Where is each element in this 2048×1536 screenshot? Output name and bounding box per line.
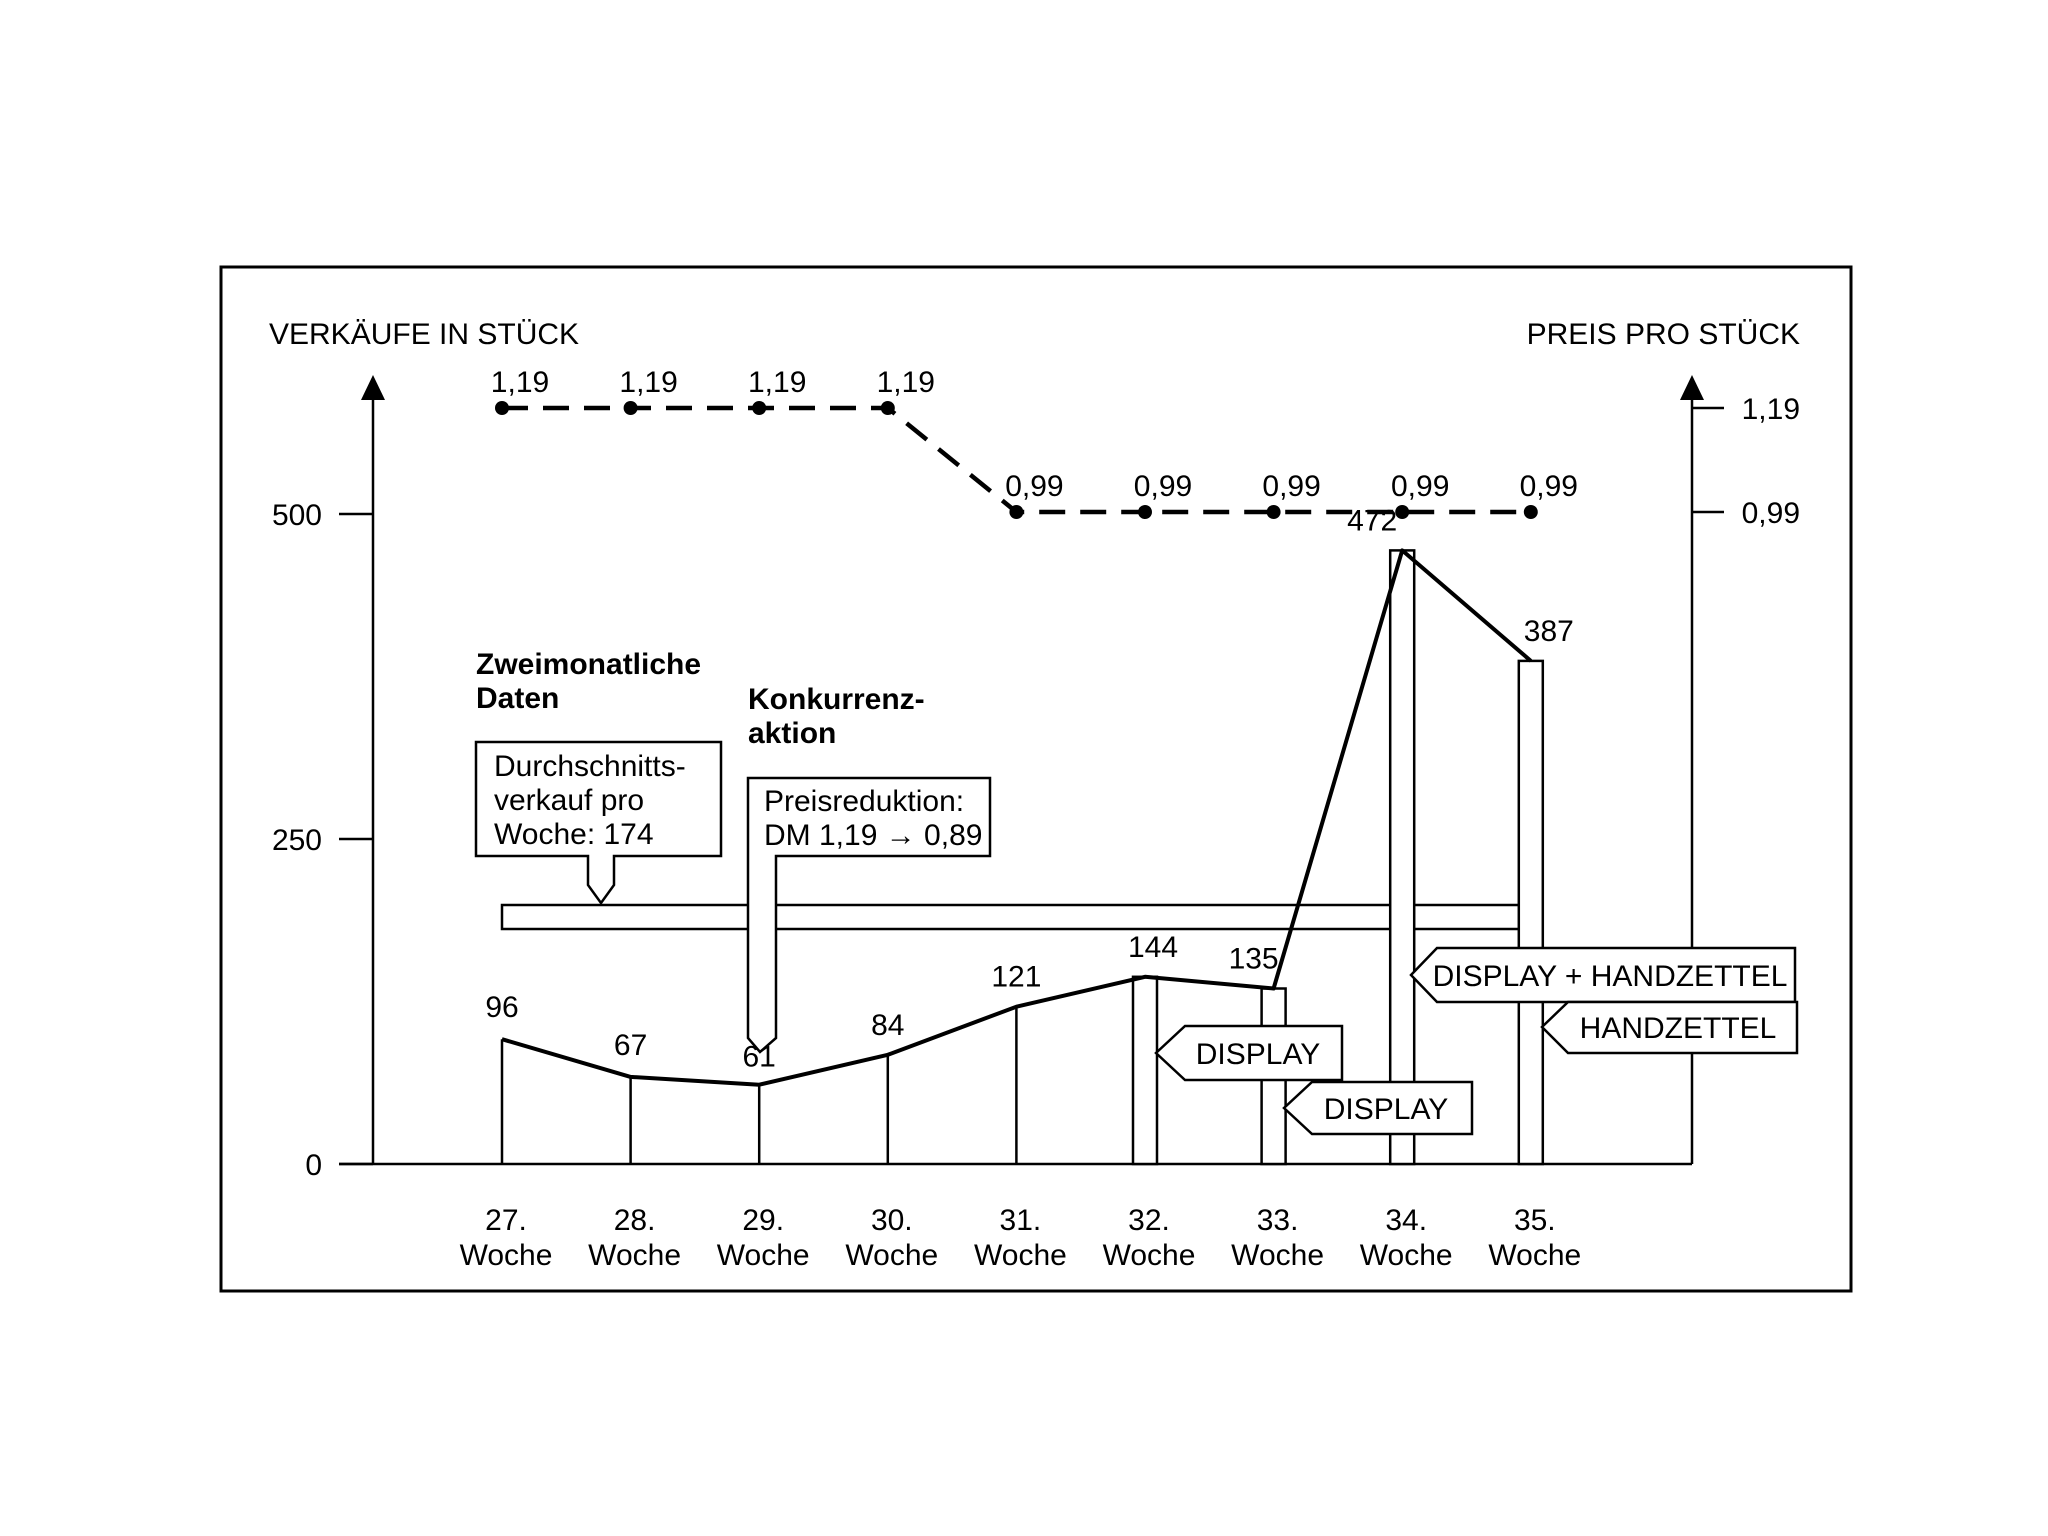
sales-label-4: 121 xyxy=(991,961,1041,994)
right-tick-label-0: 1,19 xyxy=(1742,393,1800,426)
x-tick-labels: 27.Woche28.Woche29.Woche30.Woche31.Woche… xyxy=(460,1204,1582,1272)
price-label-2: 1,19 xyxy=(748,366,806,399)
right-axis-title: PREIS PRO STÜCK xyxy=(1527,318,1800,351)
zweimonatlich-box-line-2: verkauf pro xyxy=(494,784,644,817)
price-dot-5 xyxy=(1138,505,1152,519)
sales-label-3: 84 xyxy=(871,1009,904,1042)
promo-flag-33 xyxy=(1282,1080,1474,1136)
promotion-flags: DISPLAY DISPLAY DISPLAY + HANDZETTEL HAN… xyxy=(1154,946,1799,1136)
x-tick-label-1: 28. xyxy=(614,1204,656,1237)
promo-flag-35-label: HANDZETTEL xyxy=(1580,1012,1777,1045)
x-tick-label-8: 35. xyxy=(1514,1204,1556,1237)
sales-series-line xyxy=(501,548,1533,1087)
price-label-6: 0,99 xyxy=(1262,470,1320,503)
x-tick-label-2: 29. xyxy=(742,1204,784,1237)
x-tick-label-4: 31. xyxy=(1000,1204,1042,1237)
x-tick-label-5: 32. xyxy=(1128,1204,1170,1237)
left-tick-label-2: 500 xyxy=(272,499,322,532)
left-axis-ticks: 0 250 500 xyxy=(272,499,373,1182)
konkurrenz-box-line-1: Preisreduktion: xyxy=(764,785,964,818)
x-tick-sub-label-7: Woche xyxy=(1360,1239,1453,1272)
zweimonatlich-title-line-1: Zweimonatliche xyxy=(476,648,701,681)
zweimonatlich-box-line-1: Durchschnitts- xyxy=(494,750,686,783)
sales-label-5: 144 xyxy=(1128,931,1178,964)
x-tick-sub-label-3: Woche xyxy=(845,1239,938,1272)
konkurrenz-callout-box xyxy=(746,776,992,1054)
x-tick-sub-label-8: Woche xyxy=(1488,1239,1581,1272)
zweimonatlich-box-line-3: Woche: 174 xyxy=(494,818,654,851)
promo-bar-0 xyxy=(1131,975,1159,1166)
promo-flag-32 xyxy=(1154,1024,1344,1082)
promo-bar-3 xyxy=(1517,659,1545,1166)
right-axis-arrow xyxy=(1680,375,1704,400)
promo-flag-35 xyxy=(1540,1000,1799,1055)
price-label-4: 0,99 xyxy=(1005,470,1063,503)
price-label-0: 1,19 xyxy=(491,366,549,399)
price-data-labels: 1,19 1,19 1,19 1,19 0,99 0,99 0,99 0,99 0,99 xyxy=(491,366,1578,503)
zweimonatlich-callout-box xyxy=(474,740,723,906)
price-label-8: 0,99 xyxy=(1520,470,1578,503)
price-label-1: 1,19 xyxy=(619,366,677,399)
x-tick-label-7: 34. xyxy=(1385,1204,1427,1237)
sales-label-8: 387 xyxy=(1524,615,1574,648)
promo-flag-32-label: DISPLAY xyxy=(1196,1038,1321,1071)
x-tick-sub-label-4: Woche xyxy=(974,1239,1067,1272)
x-tick-sub-label-2: Woche xyxy=(717,1239,810,1272)
sales-label-6: 135 xyxy=(1229,943,1279,976)
x-tick-label-0: 27. xyxy=(485,1204,527,1237)
konkurrenz-title-line-1: Konkurrenz- xyxy=(748,683,925,716)
price-dot-3 xyxy=(880,401,895,415)
annotation-konkurrenz: Konkurrenz- aktion Preisreduktion: DM 1,… xyxy=(746,683,992,1054)
price-dot-2 xyxy=(752,401,767,415)
price-dot-6 xyxy=(1266,505,1281,519)
x-tick-sub-label-1: Woche xyxy=(588,1239,681,1272)
zweimonatlich-title-line-2: Daten xyxy=(476,682,559,715)
chart-frame xyxy=(219,265,1853,1293)
promo-flag-34-label: DISPLAY + HANDZETTEL xyxy=(1433,960,1788,993)
left-tick-label-1: 250 xyxy=(272,824,322,857)
promo-bar-2 xyxy=(1388,549,1416,1166)
x-tick-sub-label-5: Woche xyxy=(1103,1239,1196,1272)
konkurrenz-title-line-2: aktion xyxy=(748,717,836,750)
x-tick-label-6: 33. xyxy=(1257,1204,1299,1237)
x-tick-sub-label-0: Woche xyxy=(460,1239,553,1272)
price-label-3: 1,19 xyxy=(877,366,935,399)
konkurrenz-box-line-2: DM 1,19 → 0,89 xyxy=(764,819,982,852)
right-tick-label-1: 0,99 xyxy=(1742,497,1800,530)
price-dot-0 xyxy=(495,401,509,415)
x-tick-label-3: 30. xyxy=(871,1204,913,1237)
price-points xyxy=(495,401,1538,519)
price-dot-8 xyxy=(1523,505,1538,519)
sales-label-0: 96 xyxy=(485,991,518,1024)
x-tick-sub-label-6: Woche xyxy=(1231,1239,1324,1272)
annotation-zweimonatlich: Zweimonatliche Daten Durchschnitts- verk… xyxy=(474,648,723,906)
price-dot-4 xyxy=(1009,505,1024,519)
right-axis-ticks: 1,19 0,99 xyxy=(1692,393,1800,530)
promo-flag-33-label: DISPLAY xyxy=(1324,1093,1449,1126)
price-dot-7 xyxy=(1395,505,1410,519)
sales-label-1: 67 xyxy=(614,1029,647,1062)
left-tick-label-0: 0 xyxy=(305,1149,322,1182)
average-band xyxy=(500,903,1544,931)
price-label-7: 0,99 xyxy=(1391,470,1449,503)
left-axis-title: VERKÄUFE IN STÜCK xyxy=(269,318,579,351)
drop-lines xyxy=(500,1006,1018,1164)
price-label-5: 0,99 xyxy=(1134,470,1192,503)
sales-label-7: 472 xyxy=(1347,504,1397,537)
left-axis-arrow xyxy=(361,375,385,400)
price-dot-1 xyxy=(623,401,638,415)
